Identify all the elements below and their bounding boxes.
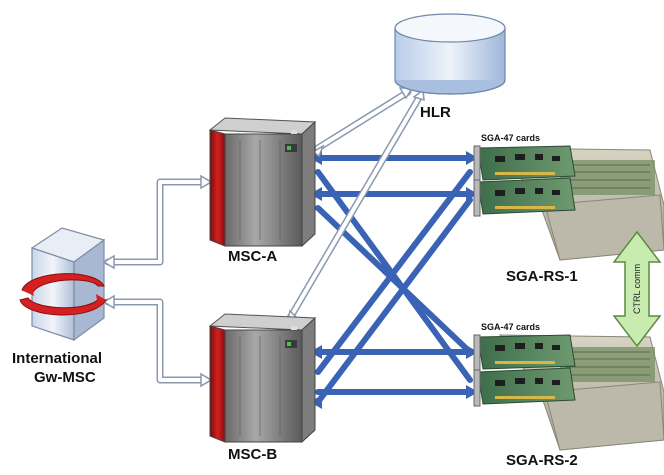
sga-rs-2-label: SGA-RS-2 <box>506 452 578 469</box>
gateway-label-line1: International <box>12 350 103 367</box>
msc-b-label: MSC-B <box>228 446 278 463</box>
hlr-database-icon <box>394 13 506 95</box>
sga-rs-1-label: SGA-RS-1 <box>506 268 578 285</box>
sga-47-cards-rs2 <box>473 334 576 407</box>
msc-a-label: MSC-A <box>228 248 278 265</box>
gateway-msc-icon <box>19 227 107 342</box>
trunk-link <box>315 197 473 405</box>
signal-links <box>104 88 424 384</box>
hlr-label: HLR <box>420 104 451 121</box>
msc-b-server <box>208 313 317 444</box>
sga-47-cards-label-rs2: SGA-47 cards <box>481 322 541 332</box>
ctrl-comm-label: CTRL comm <box>632 263 642 314</box>
msc-a-server <box>208 117 317 248</box>
trunk-link <box>315 169 473 375</box>
sga-47-cards-rs1 <box>473 145 576 217</box>
gateway-label-line2: Gw-MSC <box>34 369 96 386</box>
ctrl-comm-link <box>612 230 662 348</box>
sga-47-cards-label-rs1: SGA-47 cards <box>481 133 541 143</box>
trunk-arrowheads <box>310 151 478 409</box>
trunk-links <box>315 155 473 405</box>
